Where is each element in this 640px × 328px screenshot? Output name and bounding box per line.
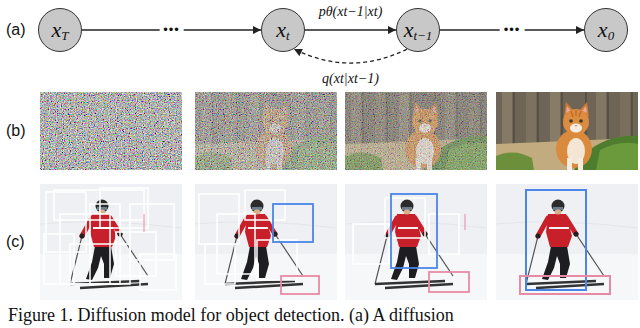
panel-label: (b) — [6, 121, 26, 141]
illustration-part — [46, 192, 86, 252]
skier-image — [496, 184, 638, 300]
illustration-part — [54, 190, 144, 220]
illustration-part — [100, 188, 148, 228]
illustration-part — [40, 184, 182, 300]
illustration-part — [144, 214, 145, 232]
panel-label: (c) — [6, 232, 25, 252]
edge-label: ••• — [500, 22, 525, 38]
illustration-part — [60, 214, 110, 284]
state-label: xT — [52, 19, 69, 42]
illustration-part — [70, 244, 130, 284]
illustration-part — [353, 224, 389, 264]
transition-arrow — [294, 49, 407, 63]
noise-image — [40, 92, 182, 170]
skier-image — [345, 184, 487, 300]
state-node: xt — [261, 8, 305, 52]
state-label: x0 — [598, 19, 614, 42]
state-label: xt−1 — [404, 19, 433, 42]
illustration-part — [273, 204, 313, 242]
illustration-part — [44, 234, 74, 284]
illustration-part — [429, 272, 469, 292]
illustration-part — [257, 240, 297, 280]
illustration-part — [465, 214, 466, 230]
illustration-part — [520, 276, 610, 294]
state-node: xT — [38, 8, 82, 52]
illustration-part — [496, 184, 638, 300]
noisy-cat-image — [195, 92, 337, 170]
illustration-part — [44, 188, 176, 290]
illustration-part — [429, 214, 459, 254]
transition-arrow — [305, 29, 396, 30]
figure-caption: Figure 1. Diffusion model for object det… — [8, 305, 454, 325]
illustration-part — [195, 184, 337, 300]
illustration-part — [353, 198, 459, 264]
state-node: xt−1 — [396, 8, 440, 52]
skier-image — [195, 184, 337, 300]
noisy-cat-image — [345, 92, 487, 170]
illustration-part — [391, 194, 437, 268]
illustration-part — [345, 92, 487, 170]
state-node: x0 — [584, 8, 628, 52]
skier-image — [40, 184, 182, 300]
illustration-part — [195, 92, 337, 170]
illustration-part — [205, 244, 235, 284]
illustration-part — [281, 276, 319, 294]
cat-image — [496, 92, 638, 170]
illustration-part — [195, 92, 337, 170]
panel-label: (a) — [6, 20, 26, 40]
state-label: xt — [276, 19, 289, 42]
illustration-part — [199, 194, 239, 244]
illustration-part — [345, 92, 487, 170]
illustration-part — [116, 232, 156, 276]
illustration-part — [40, 92, 182, 170]
illustration-part — [496, 92, 638, 170]
illustration-part — [245, 190, 285, 220]
edge-label: q(xt|xt−1) — [322, 71, 379, 87]
illustration-part — [140, 254, 176, 290]
edge-label: pθ(xt−1|xt) — [319, 4, 383, 20]
edge-label: ••• — [159, 22, 184, 38]
illustration-part — [345, 184, 487, 300]
